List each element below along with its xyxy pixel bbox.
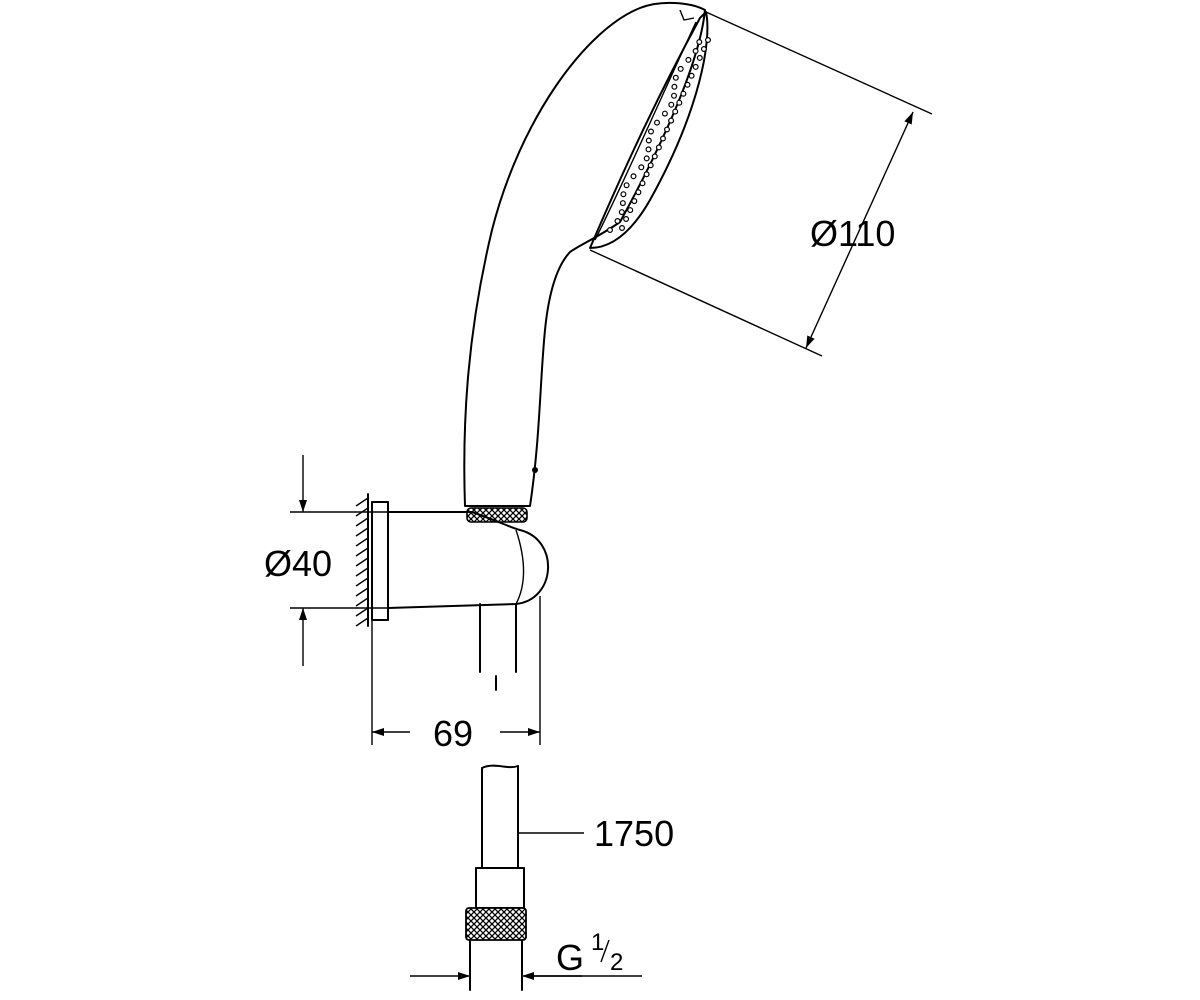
head-notch	[679, 9, 695, 21]
hose	[465, 764, 527, 991]
nozzle	[630, 173, 637, 180]
nozzle	[692, 63, 699, 70]
hatch-stroke	[355, 537, 369, 547]
dimension-holder-depth: 69	[371, 596, 541, 754]
hatch-stroke	[355, 567, 369, 577]
thread-letter: G	[556, 937, 584, 978]
handle-connector	[466, 507, 528, 523]
nozzle	[647, 128, 654, 135]
dimension-head-diameter: Ø110	[589, 11, 933, 357]
nozzle	[645, 146, 652, 153]
nozzle	[623, 182, 630, 189]
nozzle	[677, 65, 684, 72]
nozzle	[655, 144, 662, 151]
thread-fraction-slash	[600, 939, 610, 963]
wall-holder	[355, 493, 549, 691]
nozzle	[638, 164, 645, 171]
nozzle	[620, 191, 627, 198]
ext-line-top	[705, 11, 933, 115]
hatch-stroke	[355, 527, 369, 537]
nozzle	[627, 207, 634, 214]
nozzle	[623, 216, 630, 223]
hatch-stroke	[355, 557, 369, 567]
hatch-stroke	[355, 547, 369, 557]
hatch-stroke	[355, 517, 369, 527]
nozzle	[676, 99, 683, 106]
hatch-stroke	[355, 607, 369, 617]
nozzle	[671, 83, 678, 90]
dim-label-head: Ø110	[810, 213, 895, 254]
nozzle	[680, 90, 687, 97]
nozzle	[672, 74, 679, 81]
nozzle	[696, 38, 703, 45]
spray-nozzles	[606, 36, 711, 234]
hose-ferrule	[475, 867, 525, 909]
thread-denominator: 2	[610, 949, 623, 976]
spray-plate-line	[594, 21, 697, 241]
dim-line	[805, 111, 914, 349]
hatch-stroke	[355, 597, 369, 607]
nozzle	[651, 153, 658, 160]
nozzle	[659, 135, 666, 142]
nozzle	[684, 81, 691, 88]
nozzle	[643, 171, 650, 178]
nozzle	[647, 162, 654, 169]
nozzle	[619, 200, 626, 207]
nozzle	[692, 47, 699, 54]
nozzle	[668, 101, 675, 108]
hand-shower	[463, 1, 711, 523]
nozzle	[618, 225, 625, 232]
nozzle	[663, 126, 670, 133]
nozzle	[696, 54, 703, 61]
nozzle	[639, 180, 646, 187]
hatch-stroke	[355, 577, 369, 587]
nozzle	[645, 137, 652, 144]
dim-label-hose: 1750	[594, 813, 674, 854]
nozzle	[688, 72, 695, 79]
nozzle	[672, 108, 679, 115]
nozzle	[635, 189, 642, 196]
nozzle	[661, 110, 668, 117]
handle-dot	[532, 467, 538, 473]
nozzle	[704, 36, 711, 43]
hose-nut	[465, 907, 527, 941]
nozzle	[606, 227, 613, 234]
hatch-stroke	[355, 497, 369, 507]
hatch-stroke	[355, 617, 369, 627]
hose-break-top	[481, 764, 519, 769]
hatch-stroke	[355, 587, 369, 597]
nozzle	[700, 45, 707, 52]
holder-curve	[515, 529, 525, 605]
nozzle	[653, 119, 660, 126]
thread-numerator: 1	[591, 929, 604, 956]
ext-line-bottom	[589, 249, 823, 357]
dimension-hose-length: 1750	[518, 813, 674, 854]
spray-face	[589, 11, 709, 249]
nozzle	[670, 92, 677, 99]
nozzle	[668, 117, 675, 124]
dimension-thread: G 1 2	[410, 929, 642, 980]
dim-label-depth: 69	[433, 713, 473, 754]
dim-label-holder: Ø40	[264, 543, 332, 584]
nozzle	[614, 218, 621, 225]
wall-flange	[371, 501, 389, 621]
nozzle	[643, 155, 650, 162]
dimension-holder-diameter: Ø40	[264, 455, 388, 666]
holder-body	[387, 511, 549, 609]
nozzle	[618, 209, 625, 216]
wall-hatch	[355, 497, 369, 627]
nozzle	[685, 56, 692, 63]
nozzle	[631, 198, 638, 205]
